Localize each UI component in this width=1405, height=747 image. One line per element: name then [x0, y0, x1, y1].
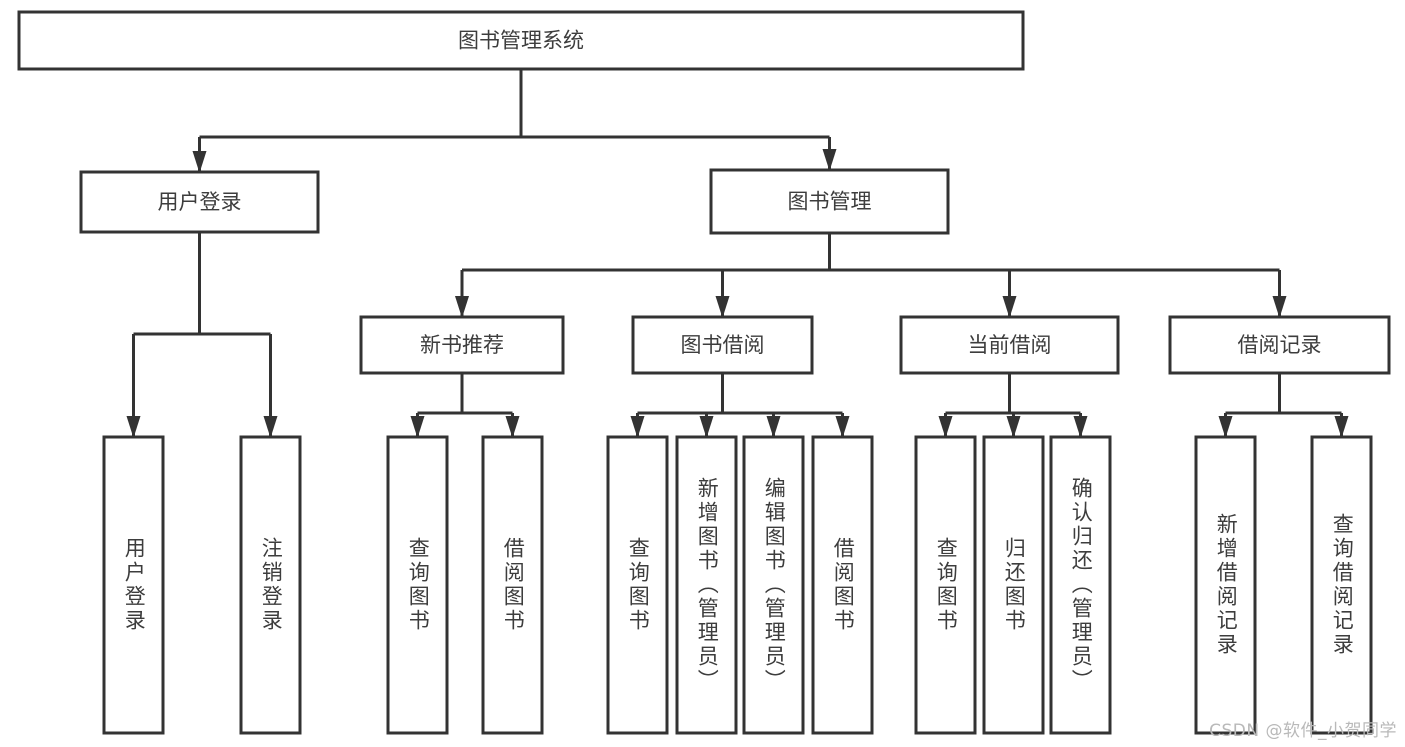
watermark-text: CSDN @软件_小贺同学: [1209, 721, 1397, 741]
node-box-leaf-query-book[interactable]: [606, 435, 669, 735]
node-label-new-book-rec: 新书推荐: [420, 333, 504, 357]
arrow-head-icon: [1006, 416, 1021, 438]
arrow-head-icon: [699, 416, 714, 438]
node-box-leaf-add-loan-record[interactable]: [1194, 435, 1257, 735]
arrow-head-icon: [1002, 296, 1017, 318]
arrow-head-icon: [1073, 416, 1088, 438]
node-box-leaf-borrow-book[interactable]: [811, 435, 874, 735]
node-label-book-borrow: 图书借阅: [681, 333, 765, 357]
node-box-loan-record[interactable]: [1168, 315, 1391, 375]
arrow-head-icon: [938, 416, 953, 438]
arrow-head-icon: [505, 416, 520, 438]
arrow-head-icon: [1272, 296, 1287, 318]
node-box-user-login[interactable]: [79, 170, 320, 234]
arrow-head-icon: [263, 416, 278, 438]
arrow-head-icon: [835, 416, 850, 438]
node-box-leaf-query-book-rec[interactable]: [386, 435, 449, 735]
node-label-current-loan: 当前借阅: [968, 333, 1052, 357]
arrow-head-icon: [192, 151, 207, 173]
node-box-root[interactable]: [17, 10, 1025, 71]
node-box-layer: [17, 10, 1391, 735]
node-label-book-manage: 图书管理: [788, 190, 872, 214]
node-box-leaf-confirm-return[interactable]: [1049, 435, 1112, 735]
node-box-leaf-return-book[interactable]: [982, 435, 1045, 735]
arrow-head-icon: [455, 296, 469, 318]
node-box-leaf-query-loan-record[interactable]: [1310, 435, 1373, 735]
node-box-leaf-edit-book[interactable]: [742, 435, 805, 735]
node-label-root: 图书管理系统: [458, 29, 584, 53]
arrow-head-icon: [766, 416, 781, 438]
arrow-head-icon: [822, 149, 837, 171]
arrow-head-icon: [1334, 416, 1349, 438]
node-box-new-book-rec[interactable]: [359, 315, 565, 375]
arrow-head-icon: [715, 296, 730, 318]
connector-layer: [126, 69, 1349, 438]
node-label-user-login: 用户登录: [158, 190, 242, 214]
arrow-head-icon: [630, 416, 645, 438]
node-box-leaf-borrow-book-rec[interactable]: [481, 435, 544, 735]
arrow-head-icon: [126, 416, 141, 438]
node-box-book-manage[interactable]: [709, 168, 950, 235]
node-box-leaf-user-logout[interactable]: [239, 435, 302, 735]
arrow-head-icon: [1218, 416, 1233, 438]
node-box-leaf-query-book-loan[interactable]: [914, 435, 977, 735]
node-label-loan-record: 借阅记录: [1238, 333, 1322, 357]
arrow-head-icon: [410, 416, 425, 438]
node-box-book-borrow[interactable]: [631, 315, 814, 375]
node-box-leaf-user-login[interactable]: [102, 435, 165, 735]
node-box-leaf-add-book[interactable]: [675, 435, 738, 735]
node-box-current-loan[interactable]: [899, 315, 1120, 375]
